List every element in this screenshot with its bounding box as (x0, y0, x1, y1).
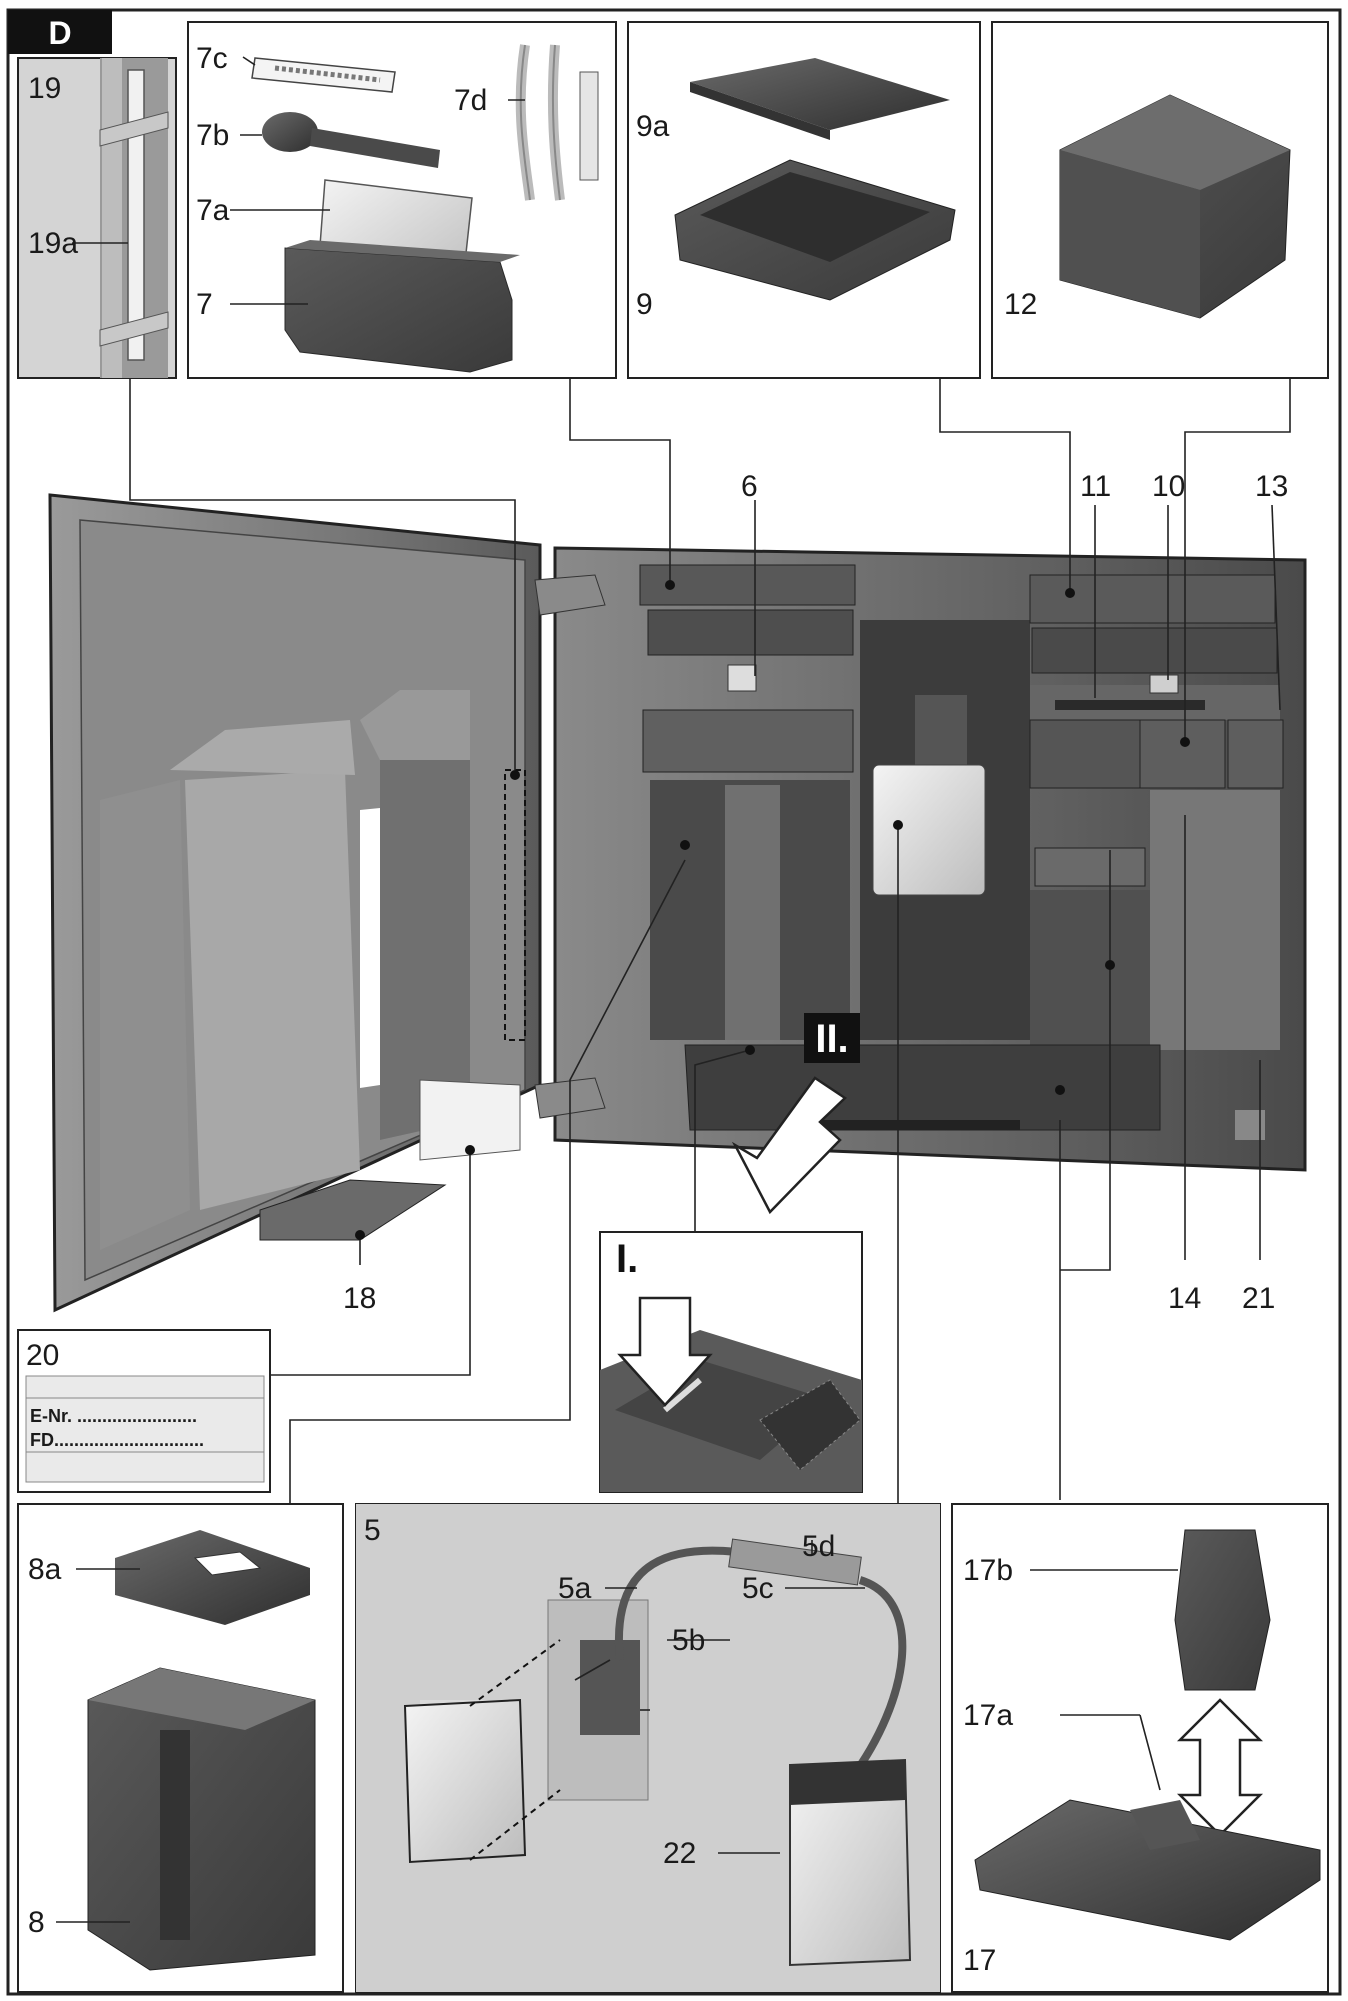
panel-8-container (17, 1503, 344, 1993)
label-17: 17 (963, 1944, 996, 1977)
label-7d: 7d (454, 84, 487, 117)
roman-label-one: I. (616, 1237, 638, 1281)
label-8: 8 (28, 1906, 45, 1939)
label-7: 7 (196, 288, 213, 321)
label-22: 22 (663, 1837, 696, 1870)
label-6: 6 (741, 470, 758, 503)
panel-20-rating-plate (17, 1329, 271, 1493)
panel-7-accessories (187, 21, 617, 379)
panel-5-milk-system (355, 1503, 941, 1993)
figure-tag: D (48, 15, 71, 51)
label-5b: 5b (672, 1624, 705, 1657)
appliance-main (48, 493, 1307, 1313)
direction-arrow-ii: II. (731, 1013, 860, 1215)
inset-i: I. (599, 1231, 863, 1493)
label-5: 5 (364, 1514, 381, 1547)
figure-tag-box (8, 10, 112, 54)
label-17a: 17a (963, 1699, 1013, 1732)
label-18: 18 (343, 1282, 376, 1315)
roman-label-two: II. (815, 1017, 848, 1061)
label-13: 13 (1255, 470, 1288, 503)
panel-9-container (627, 21, 981, 379)
label-5a: 5a (558, 1572, 592, 1605)
leader-dots (355, 580, 1190, 1240)
label-10: 10 (1152, 470, 1185, 503)
leader-lines (56, 56, 1291, 1923)
label-5d: 5d (802, 1530, 835, 1563)
label-8a: 8a (28, 1553, 62, 1586)
label-5c: 5c (742, 1572, 774, 1605)
label-7a: 7a (196, 194, 230, 227)
label-19: 19 (28, 72, 61, 105)
label-9a: 9a (636, 110, 670, 143)
outer-frame (6, 8, 1342, 1996)
rating-plate-fd: FD.............................. (30, 1430, 204, 1450)
label-20: 20 (26, 1339, 59, 1372)
label-7b: 7b (196, 119, 229, 152)
part-labels: 19 19a 7c 7b 7a 7 7d 9a 9 12 6 11 10 13 … (26, 42, 1288, 1977)
label-14: 14 (1168, 1282, 1201, 1315)
label-21: 21 (1242, 1282, 1275, 1315)
label-11: 11 (1080, 470, 1111, 503)
panel-12-unit (991, 21, 1329, 379)
label-12: 12 (1004, 288, 1037, 321)
label-19a: 19a (28, 227, 78, 260)
label-9: 9 (636, 288, 653, 321)
rating-plate-e-nr: E-Nr. ........................ (30, 1406, 197, 1426)
label-7c: 7c (196, 42, 228, 75)
panel-19 (17, 57, 177, 379)
label-17b: 17b (963, 1554, 1013, 1587)
panel-17-drip-tray (951, 1503, 1329, 1993)
